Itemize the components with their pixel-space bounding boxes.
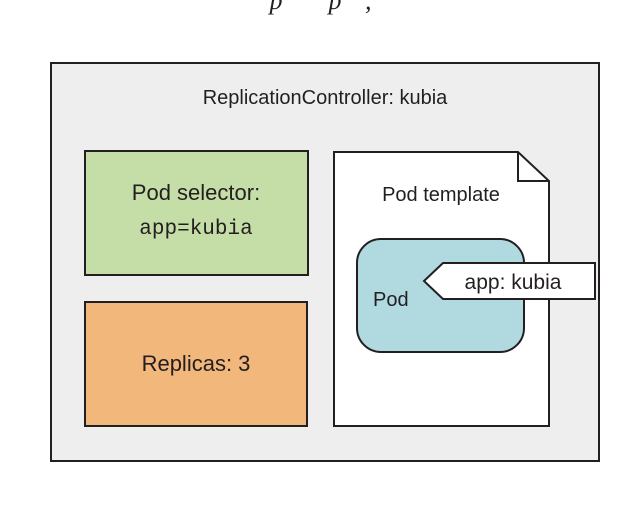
pod-selector-value: app=kubia [139, 218, 252, 241]
pod-template-title: Pod template [382, 184, 500, 206]
pod-label-tag-text: app: kubia [465, 271, 562, 294]
replication-controller-title: ReplicationController: kubia [203, 87, 448, 109]
pod-label: Pod [373, 289, 409, 311]
replicas-box [84, 301, 308, 427]
pod-selector-box [84, 150, 309, 276]
pod-selector-label: Pod selector: [132, 180, 260, 205]
pod-label-tag [422, 262, 596, 300]
replicas-label: Replicas: 3 [142, 351, 251, 376]
cut-off-caption: p p , [269, 0, 373, 15]
document-fold-icon [517, 152, 549, 182]
